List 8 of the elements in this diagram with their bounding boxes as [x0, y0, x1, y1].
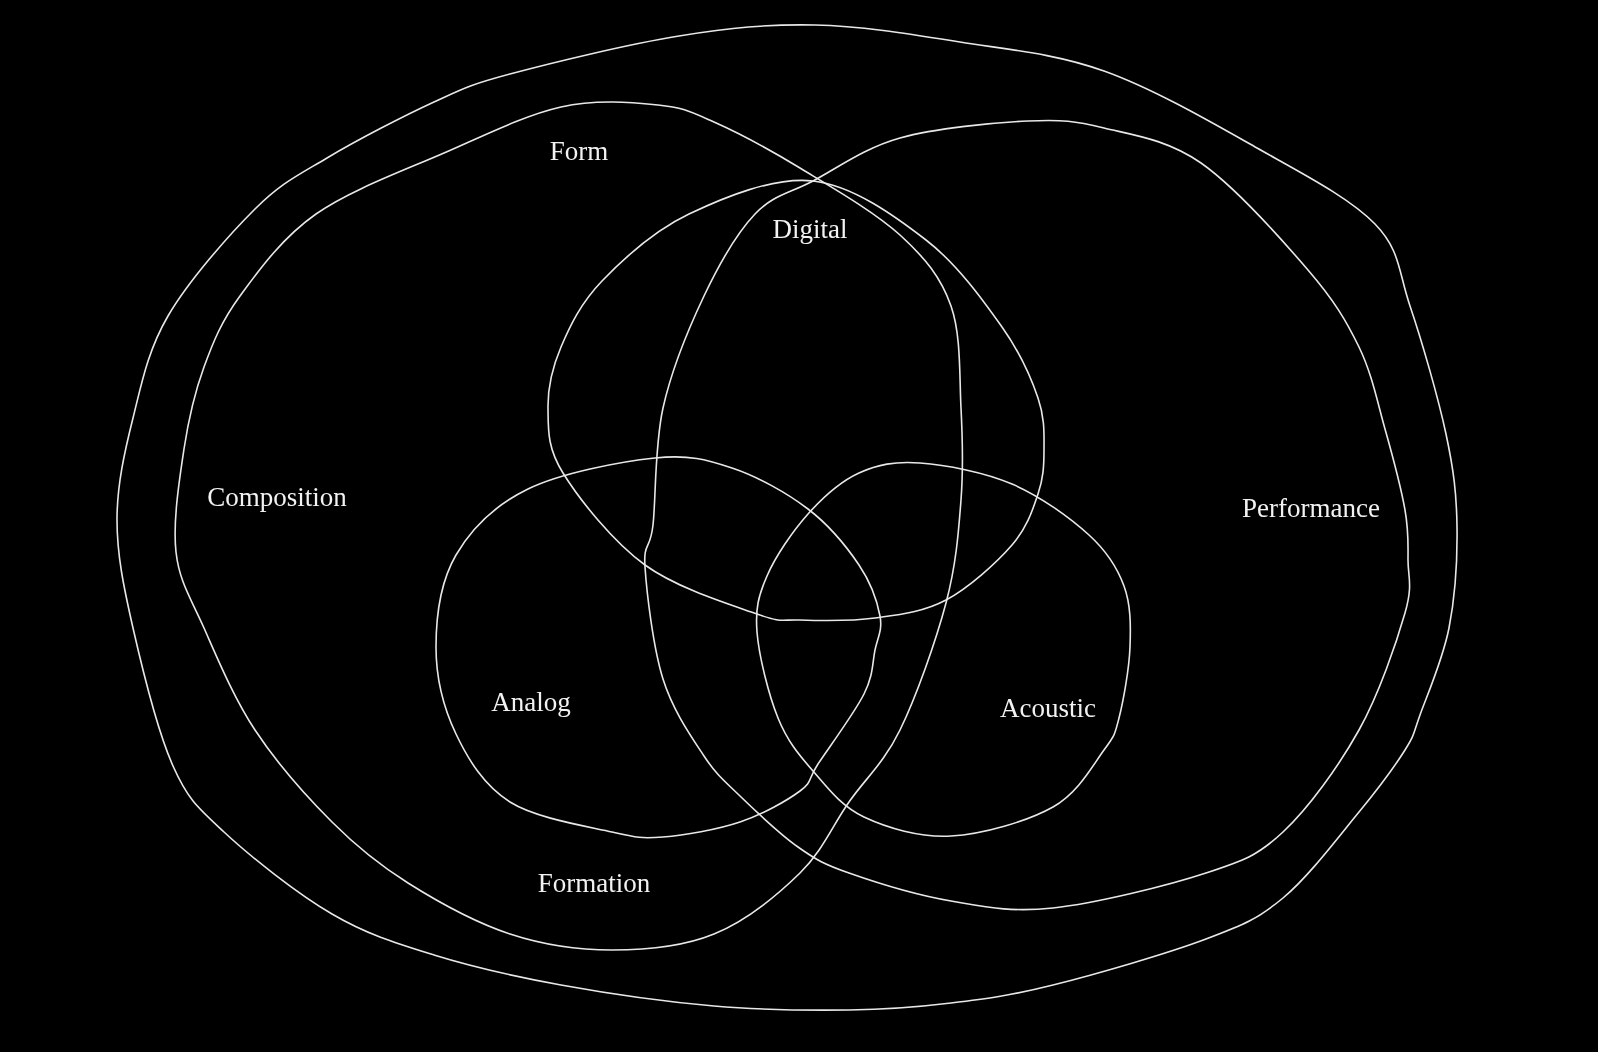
set-label: Composition: [207, 483, 347, 511]
set-label: Digital: [772, 215, 848, 243]
venn-set-ellipse: [754, 460, 1133, 839]
set-label: Form: [549, 137, 609, 165]
set-label: Formation: [537, 869, 651, 897]
set-label: Analog: [491, 688, 571, 716]
set-label: Acoustic: [1000, 694, 1096, 722]
set-label: Performance: [1242, 494, 1380, 522]
